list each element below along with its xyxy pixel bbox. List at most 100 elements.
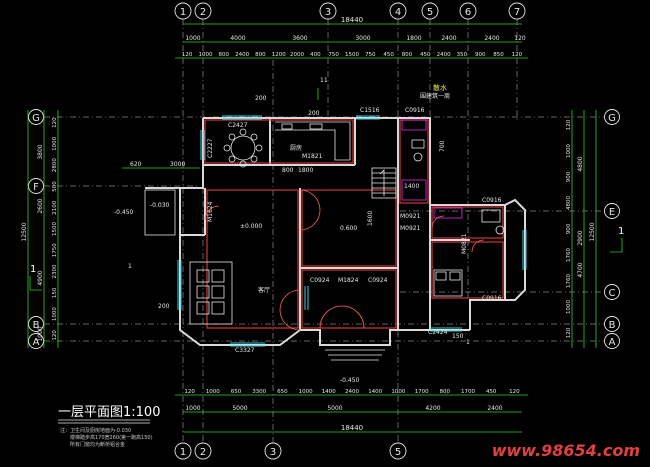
left-dim-2-2: 2800 <box>52 158 58 172</box>
window-tags: C2427 C2227 C1516 C0916 C0916 C0916 C242… <box>207 107 502 354</box>
inner-dim-9: 150 <box>452 333 464 340</box>
axis-bubble-bottom-1: 1 <box>174 442 192 460</box>
axis-bubble-1: 1 <box>174 2 192 20</box>
bottom-axis-bubbles: 1 2 3 5 <box>174 442 407 460</box>
bottom-dim-2-0: 120 <box>184 389 195 395</box>
windows <box>177 115 527 347</box>
bottom-dim-1-3: 4200 <box>425 405 440 412</box>
top-dimensions: 18440 1000 4000 3600 3000 1800 2400 2400… <box>175 16 528 59</box>
bottom-dim-2-7: 2400 <box>345 389 359 395</box>
top-dim-1-1: 4000 <box>230 35 245 42</box>
top-dim-1-6: 2400 <box>484 35 499 42</box>
left-dim-1-2: 4900 <box>37 270 44 285</box>
axis-label-E-right: E <box>609 207 615 218</box>
axis-label-bottom-4: 5 <box>395 447 401 458</box>
bath-fixtures <box>411 139 505 235</box>
axis-label-B-right: B <box>609 320 616 331</box>
top-dim-2-7: 400 <box>310 52 321 58</box>
door-tag-3: M0921 <box>400 213 421 220</box>
axis-label-bottom-1: 1 <box>180 447 186 458</box>
door-tag-4: M0921 <box>400 225 421 232</box>
axis-label-C-right: C <box>609 288 616 299</box>
left-overall-dim: 12500 <box>21 222 28 241</box>
drawing-note-1: 楼梯踏步高170宽260(第一跑高150) <box>70 434 153 441</box>
axis-label-6: 6 <box>465 7 471 18</box>
top-overall-dim: 18440 <box>341 16 363 24</box>
window-tag-1: C2227 <box>207 138 214 158</box>
bottom-dim-1-2: 5000 <box>327 405 342 412</box>
inner-dim-6: 200 <box>255 95 267 102</box>
drawing-note-2: 所有门窗均为断桥铝合金 <box>70 441 125 448</box>
left-axis-bubbles: G F B A <box>28 109 44 349</box>
door-tags: M1821 M1624 M1824 M0921 M0921 M0821 <box>207 153 468 284</box>
left-dimensions: 12500 3800 2600 4900 1000 12010002800500… <box>21 110 200 348</box>
right-dim-1-1: 4700 <box>577 262 584 277</box>
top-dim-2-14: 2400 <box>437 52 451 58</box>
elevation-outside: -0.450 <box>340 377 360 384</box>
axis-label-B: B <box>33 320 40 331</box>
axis-label-7: 7 <box>514 7 520 18</box>
left-small-dim-0: 620 <box>130 161 142 168</box>
axis-label-F: F <box>33 182 39 193</box>
inner-dim-8: 200 <box>308 110 320 117</box>
bottom-dim-2-8: 1400 <box>368 389 382 395</box>
kitchen-counter <box>275 121 351 161</box>
door-tag-5: M0821 <box>461 233 468 254</box>
window-tag-3: C0916 <box>405 107 425 114</box>
stairs <box>371 167 397 199</box>
right-dim-2-2: 900 <box>566 171 572 182</box>
axis-bubble-5: 5 <box>421 2 439 20</box>
top-dim-2-11: 450 <box>383 52 394 58</box>
left-dim-2-0: 120 <box>52 117 58 128</box>
top-dim-2-17: 850 <box>493 52 504 58</box>
top-dim-2-13: 450 <box>420 52 431 58</box>
axis-bubble-A-right: A <box>604 333 620 349</box>
axis-bubble-7: 7 <box>508 2 526 20</box>
room-labels: 厨房 客厅 散水 围建筑一周 11 1 1 1 1 <box>30 77 624 346</box>
left-small-dim-1: 3000 <box>170 161 185 168</box>
top-dim-1-4: 1800 <box>406 35 421 42</box>
bottom-dim-1-1: 5000 <box>232 405 247 412</box>
left-dim-2-10: 120 <box>52 330 58 341</box>
top-dim-2-18: 120 <box>512 52 523 58</box>
left-dim-1-1: 2600 <box>37 198 44 213</box>
top-dim-2-10: 750 <box>365 52 376 58</box>
right-dim-2-7: 1000 <box>566 300 572 314</box>
top-dim-1-5: 2400 <box>441 35 456 42</box>
section-mark-top: 11 <box>320 77 328 84</box>
axis-bubble-bottom-2: 2 <box>194 442 212 460</box>
door-tag-1: M1624 <box>207 201 214 222</box>
window-tag-8: C0924 <box>310 277 330 284</box>
elevation-markers: -0.450 -0.030 ±0.000 0.600 -0.450 <box>114 202 360 384</box>
window-tag-10: C0916 <box>482 295 502 302</box>
bottom-dim-2-12: 1700 <box>461 389 475 395</box>
top-dim-2-12: 800 <box>402 52 413 58</box>
axis-bubble-C-right: C <box>604 284 620 300</box>
left-dim-1-3: 1000 <box>37 326 44 341</box>
top-dim-1-7: 120 <box>514 35 526 42</box>
axis-bubble-F-left: F <box>28 178 44 194</box>
right-dim-2-6: 1760 <box>566 274 572 288</box>
right-dim-2-1: 1000 <box>566 144 572 158</box>
section-mark-left: 1 <box>128 263 132 270</box>
bottom-dim-2-3: 3300 <box>252 389 266 395</box>
title-block: 一层平面图1:100 注：卫生间及厨房地面为-0.030 楼梯踏步高170宽26… <box>58 405 160 448</box>
door-tag-2: M1824 <box>338 277 359 284</box>
bottom-overall-dim: 18440 <box>341 424 363 432</box>
window-tag-2: C1516 <box>360 107 380 114</box>
axis-label-5: 5 <box>427 7 433 18</box>
top-dim-1-3: 3000 <box>355 35 370 42</box>
right-dim-2-5: 1760 <box>566 248 572 262</box>
top-dim-2-8: 750 <box>328 52 339 58</box>
bottom-dim-2-4: 650 <box>277 389 288 395</box>
bottom-dim-2-1: 1000 <box>206 389 220 395</box>
bottom-dim-1-0: 1000 <box>185 405 200 412</box>
right-dim-2-3: 4800 <box>566 196 572 210</box>
axis-bubble-B-left: B <box>28 316 44 332</box>
left-dim-2-7: 2300 <box>52 264 58 278</box>
top-dim-1-2: 3600 <box>292 35 307 42</box>
elevation-hall: 0.600 <box>340 225 357 232</box>
